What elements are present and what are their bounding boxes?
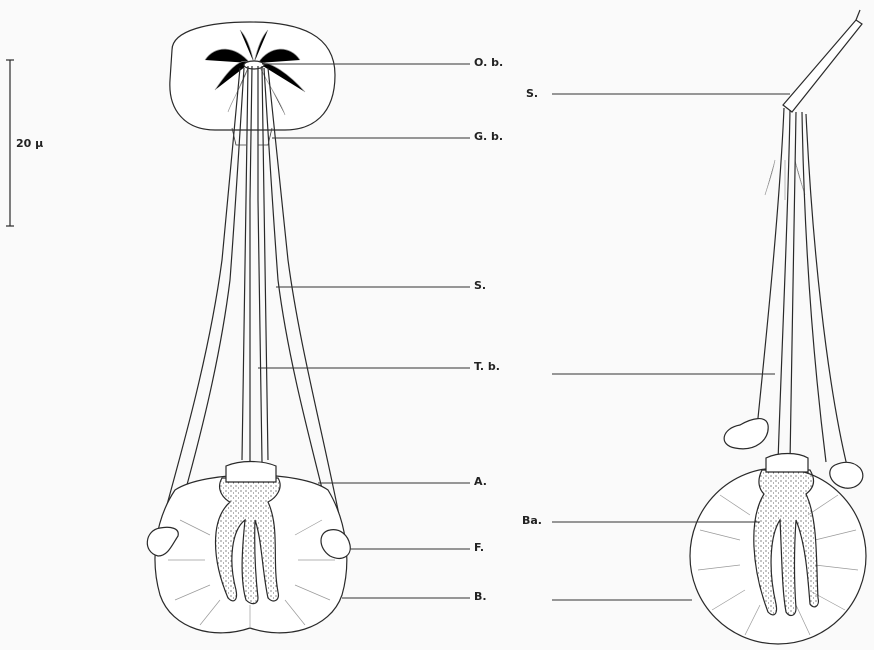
label-oral-bulb: O. b. <box>474 56 503 69</box>
label-base: B. <box>474 590 487 603</box>
label-basal-apparatus: Ba. <box>522 514 542 527</box>
apparatus-left <box>216 462 281 604</box>
label-stalk-left: S. <box>474 279 486 292</box>
left-figure: O. b. G. b. S. T. b. A. F. B. <box>147 22 503 633</box>
label-a: A. <box>474 475 487 488</box>
basal-apparatus <box>754 454 819 616</box>
label-tubular-body: T. b. <box>474 360 500 373</box>
scale-bar: 20 μ <box>6 60 43 226</box>
label-stalk-right: S. <box>526 87 538 100</box>
label-g-b: G. b. <box>474 130 503 143</box>
right-shafts <box>758 108 848 470</box>
scale-bar-label: 20 μ <box>16 137 43 150</box>
right-figure: S. Ba. <box>522 10 866 644</box>
stalk-needle <box>765 10 862 200</box>
label-feet: F. <box>474 541 484 554</box>
